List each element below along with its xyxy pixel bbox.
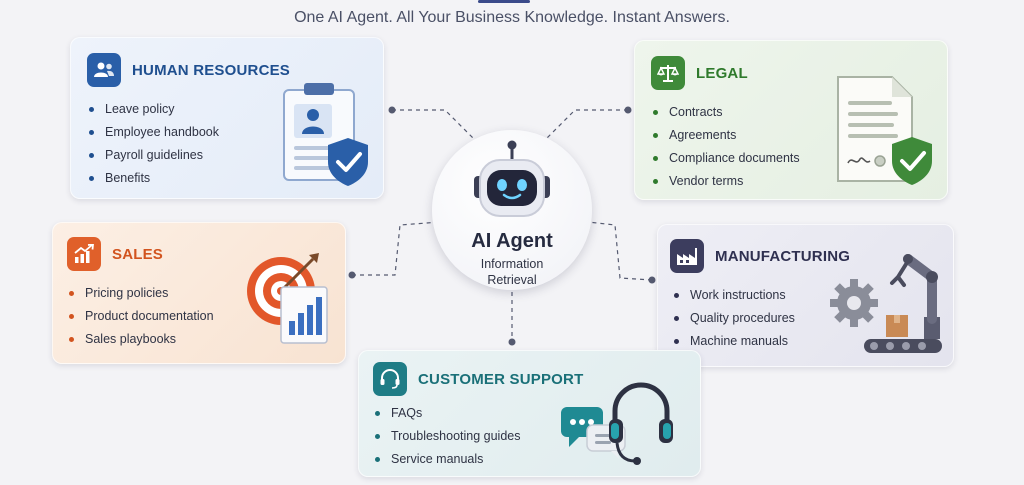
employee-file-shield-illustration [283, 83, 368, 186]
tagline: One AI Agent. All Your Business Knowledg… [294, 9, 730, 26]
list-item: Quality procedures [674, 307, 795, 330]
hr-item-list: Leave policy Employee handbook Payroll g… [89, 98, 219, 190]
list-item: Vendor terms [653, 170, 800, 193]
card-human-resources: HUMAN RESOURCES Leave policy Employee ha… [70, 37, 384, 199]
ai-agent-hub: AI Agent Information Retrieval [432, 130, 592, 290]
people-icon [87, 53, 121, 87]
list-item: Leave policy [89, 98, 219, 121]
legal-item-list: Contracts Agreements Compliance document… [653, 101, 800, 193]
card-customer-support: CUSTOMER SUPPORT FAQs Troubleshooting gu… [358, 350, 701, 477]
card-title: LEGAL [696, 64, 748, 82]
robot-arm-gear-illustration [830, 254, 942, 353]
list-item: Service manuals [375, 448, 521, 471]
chat-headset-illustration [561, 382, 673, 465]
card-title: MANUFACTURING [715, 247, 851, 265]
list-item: Work instructions [674, 284, 795, 307]
contract-shield-illustration [837, 76, 932, 185]
connector-dot-legal [624, 106, 632, 114]
card-title: HUMAN RESOURCES [132, 61, 291, 79]
card-legal: LEGAL Contracts Agreements Compliance do… [634, 40, 948, 200]
robot-icon [474, 140, 550, 217]
card-sales: SALES Pricing policies Product documenta… [52, 222, 346, 364]
list-item: Compliance documents [653, 147, 800, 170]
connector-dot-support [508, 338, 516, 346]
connector-manufacturing [587, 221, 653, 281]
connector-sales [352, 221, 441, 276]
list-item: Contracts [653, 101, 800, 124]
connector-legal [544, 109, 628, 141]
list-item: Payroll guidelines [89, 144, 219, 167]
scales-icon [651, 56, 685, 90]
hub-title: AI Agent [471, 230, 553, 252]
sales-item-list: Pricing policies Product documentation S… [69, 282, 214, 351]
header-accent-bar [478, 0, 530, 3]
factory-icon [670, 239, 704, 273]
list-item: Agreements [653, 124, 800, 147]
connector-dot-manufacturing [648, 276, 656, 284]
card-manufacturing: MANUFACTURING Work instructions Quality … [657, 224, 954, 367]
list-item: Employee handbook [89, 121, 219, 144]
list-item: Troubleshooting guides [375, 425, 521, 448]
hub-subtitle: Information Retrieval [480, 257, 544, 287]
list-item: Sales playbooks [69, 328, 214, 351]
list-item: Product documentation [69, 305, 214, 328]
growth-chart-icon [67, 237, 101, 271]
list-item: Pricing policies [69, 282, 214, 305]
connector-hr [392, 109, 476, 141]
connector-dot-sales [348, 271, 356, 279]
support-item-list: FAQs Troubleshooting guides Service manu… [375, 402, 521, 471]
manufacturing-item-list: Work instructions Quality procedures Mac… [674, 284, 795, 353]
list-item: FAQs [375, 402, 521, 425]
card-title: SALES [112, 245, 164, 263]
card-title: CUSTOMER SUPPORT [418, 370, 584, 388]
connector-dot-hr [388, 106, 396, 114]
list-item: Machine manuals [674, 330, 795, 353]
target-chart-illustration [247, 253, 328, 344]
headset-icon [373, 362, 407, 396]
list-item: Benefits [89, 167, 219, 190]
